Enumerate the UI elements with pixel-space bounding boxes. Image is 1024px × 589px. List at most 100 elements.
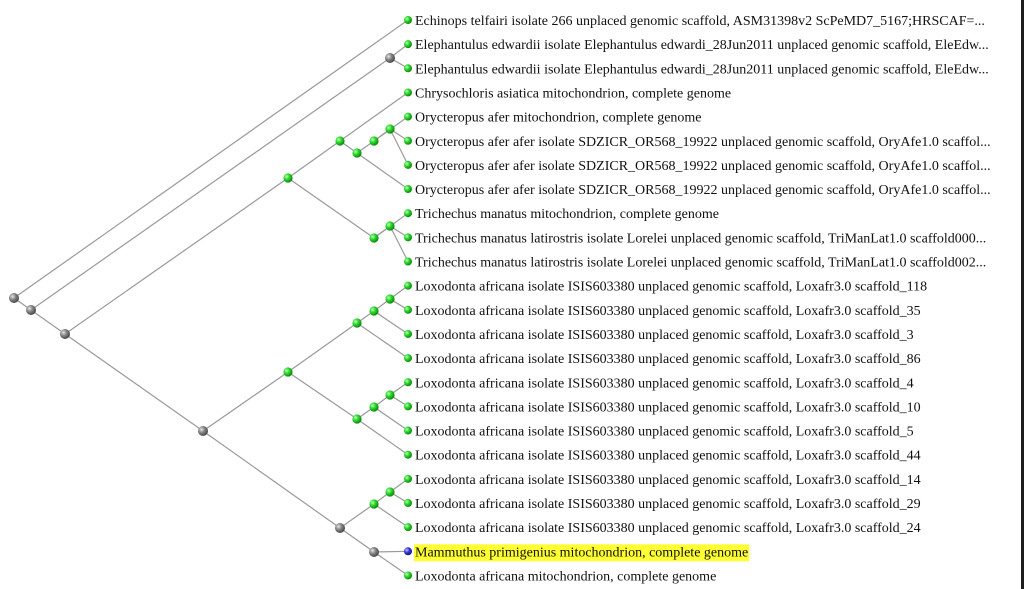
tree-nodes <box>9 16 412 580</box>
green-node[interactable] <box>404 281 412 290</box>
green-node[interactable] <box>404 354 412 363</box>
green-node[interactable] <box>385 487 395 497</box>
green-node[interactable] <box>404 571 412 580</box>
tree-edge <box>287 140 341 179</box>
green-node[interactable] <box>404 305 412 314</box>
green-node[interactable] <box>385 294 395 304</box>
leaf-label[interactable]: Trichechus manatus mitochondrion, comple… <box>415 207 719 222</box>
tree-edge <box>373 503 409 528</box>
leaf-label[interactable]: Loxodonta africana isolate ISIS603380 un… <box>415 400 921 415</box>
tree-edge <box>373 551 409 576</box>
green-node[interactable] <box>404 40 412 49</box>
leaf-label[interactable]: Echinops telfairi isolate 266 unplaced g… <box>415 14 985 29</box>
leaf-label[interactable]: Elephantulus edwardii isolate Elephantul… <box>415 62 989 77</box>
green-node[interactable] <box>404 523 412 532</box>
selection-highlight <box>414 544 750 562</box>
leaf-label[interactable]: Orycteropus afer mitochondrion, complete… <box>415 111 702 126</box>
leaf-label[interactable]: Loxodonta africana mitochondrion, comple… <box>415 569 716 584</box>
green-node[interactable] <box>385 221 395 231</box>
leaf-labels: Echinops telfairi isolate 266 unplaced g… <box>415 14 991 584</box>
tree-edge <box>356 322 409 359</box>
tree-edge <box>339 91 409 142</box>
leaf-label[interactable]: Chrysochloris asiatica mitochondrion, co… <box>415 86 731 101</box>
blue-node[interactable] <box>404 547 412 556</box>
leaf-label[interactable]: Loxodonta africana isolate ISIS603380 un… <box>415 497 921 512</box>
green-node[interactable] <box>404 402 412 411</box>
leaf-label[interactable]: Loxodonta africana isolate ISIS603380 un… <box>415 328 914 343</box>
leaf-label[interactable]: Orycteropus afer afer isolate SDZICR_OR5… <box>415 135 991 150</box>
green-node[interactable] <box>404 136 412 145</box>
gray-node[interactable] <box>60 329 70 339</box>
leaf-label[interactable]: Loxodonta africana isolate ISIS603380 un… <box>415 473 921 488</box>
tree-edge <box>389 225 409 262</box>
green-node[interactable] <box>404 16 412 24</box>
green-node[interactable] <box>404 88 412 97</box>
tree-edge <box>64 333 204 432</box>
tree-edge <box>373 310 409 335</box>
green-node[interactable] <box>352 148 362 158</box>
gray-node[interactable] <box>9 293 19 303</box>
green-node[interactable] <box>404 209 412 218</box>
leaf-label[interactable]: Orycteropus afer afer isolate SDZICR_OR5… <box>415 183 991 198</box>
leaf-label[interactable]: Loxodonta africana isolate ISIS603380 un… <box>415 352 921 367</box>
tree-edge <box>64 177 289 335</box>
green-node[interactable] <box>352 318 362 328</box>
gray-node[interactable] <box>335 523 345 533</box>
green-node[interactable] <box>404 450 412 459</box>
leaf-label[interactable]: Loxodonta africana isolate ISIS603380 un… <box>415 521 921 536</box>
leaf-label[interactable]: Mammuthus primigenius mitochondrion, com… <box>415 545 748 560</box>
tree-edge <box>30 309 66 335</box>
tree-edge <box>339 503 375 529</box>
label-highlights <box>414 544 750 562</box>
green-node[interactable] <box>369 402 379 412</box>
leaf-label[interactable]: Loxodonta africana isolate ISIS603380 un… <box>415 425 914 440</box>
tree-edge <box>13 19 409 299</box>
leaf-label[interactable]: Elephantulus edwardii isolate Elephantul… <box>415 38 989 53</box>
green-node[interactable] <box>404 474 412 483</box>
green-node[interactable] <box>404 426 412 435</box>
tree-edge <box>356 418 409 456</box>
tree-edge <box>389 128 409 166</box>
gray-node[interactable] <box>385 53 395 63</box>
green-node[interactable] <box>385 390 395 400</box>
tree-edge <box>373 550 409 553</box>
green-node[interactable] <box>369 499 379 509</box>
green-node[interactable] <box>369 136 379 146</box>
leaf-label[interactable]: Loxodonta africana isolate ISIS603380 un… <box>415 304 921 319</box>
leaf-label[interactable]: Loxodonta africana isolate ISIS603380 un… <box>415 280 927 295</box>
tree-edge <box>30 57 391 311</box>
green-node[interactable] <box>404 378 412 387</box>
leaf-label[interactable]: Loxodonta africana isolate ISIS603380 un… <box>415 376 914 391</box>
tree-edge <box>287 177 375 239</box>
tree-edge <box>202 371 289 432</box>
green-node[interactable] <box>335 136 345 146</box>
leaf-label[interactable]: Trichechus manatus latirostris isolate L… <box>415 256 986 271</box>
green-node[interactable] <box>404 112 412 121</box>
leaf-label[interactable]: Orycteropus afer afer isolate SDZICR_OR5… <box>415 159 991 174</box>
green-node[interactable] <box>404 185 412 194</box>
gray-node[interactable] <box>369 547 379 557</box>
tree-edge <box>287 322 358 373</box>
green-node[interactable] <box>369 233 379 243</box>
green-node[interactable] <box>404 257 412 266</box>
tree-edge <box>287 371 358 420</box>
green-node[interactable] <box>404 233 412 242</box>
green-node[interactable] <box>404 329 412 338</box>
green-node[interactable] <box>283 367 293 377</box>
green-node[interactable] <box>385 124 395 134</box>
green-node[interactable] <box>369 306 379 316</box>
gray-node[interactable] <box>26 305 36 315</box>
gray-node[interactable] <box>198 426 208 436</box>
tree-edge <box>339 527 375 553</box>
tree-edges <box>13 19 409 576</box>
green-node[interactable] <box>352 414 362 424</box>
leaf-label[interactable]: Trichechus manatus latirostris isolate L… <box>415 231 986 246</box>
green-node[interactable] <box>404 499 412 507</box>
leaf-label[interactable]: Loxodonta africana isolate ISIS603380 un… <box>415 449 921 464</box>
green-node[interactable] <box>404 160 412 169</box>
tree-edge <box>202 430 341 529</box>
green-node[interactable] <box>283 173 293 183</box>
green-node[interactable] <box>404 64 412 73</box>
